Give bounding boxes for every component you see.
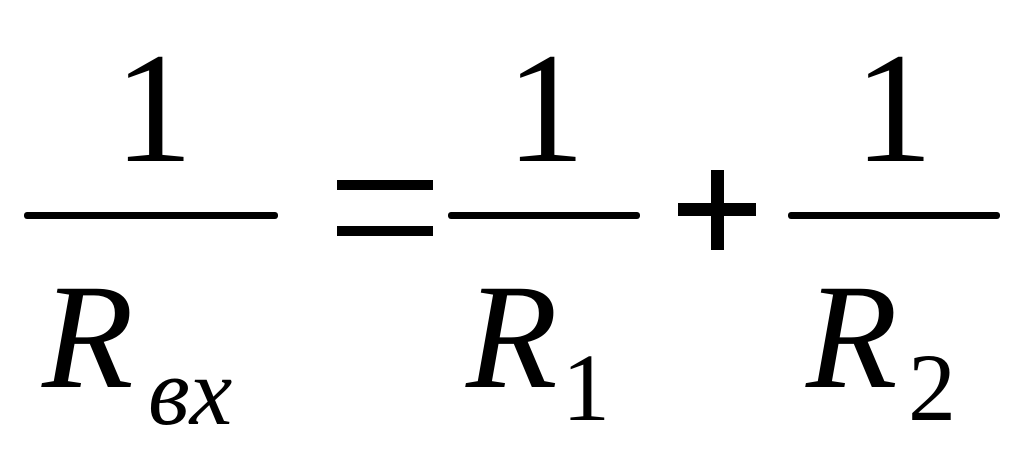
denominator-subscript-lhs: вх <box>148 338 233 445</box>
numerator-lhs: 1 <box>114 21 193 196</box>
plus-bar-vertical <box>711 170 724 250</box>
denominator-symbol-r2: R <box>806 254 898 420</box>
numerator-r2: 1 <box>854 21 933 196</box>
denominator-symbol-lhs: R <box>42 254 134 420</box>
fraction-bar-r1 <box>448 212 640 219</box>
denominator-symbol-r1: R <box>466 254 558 420</box>
fraction-bar-r2 <box>788 212 1000 219</box>
denominator-subscript-r1: 1 <box>562 334 610 441</box>
fraction-bar-lhs <box>24 212 278 219</box>
equals-bar-bottom <box>337 226 433 236</box>
numerator-r1: 1 <box>506 21 585 196</box>
denominator-subscript-r2: 2 <box>908 334 956 441</box>
equals-bar-top <box>337 180 433 190</box>
